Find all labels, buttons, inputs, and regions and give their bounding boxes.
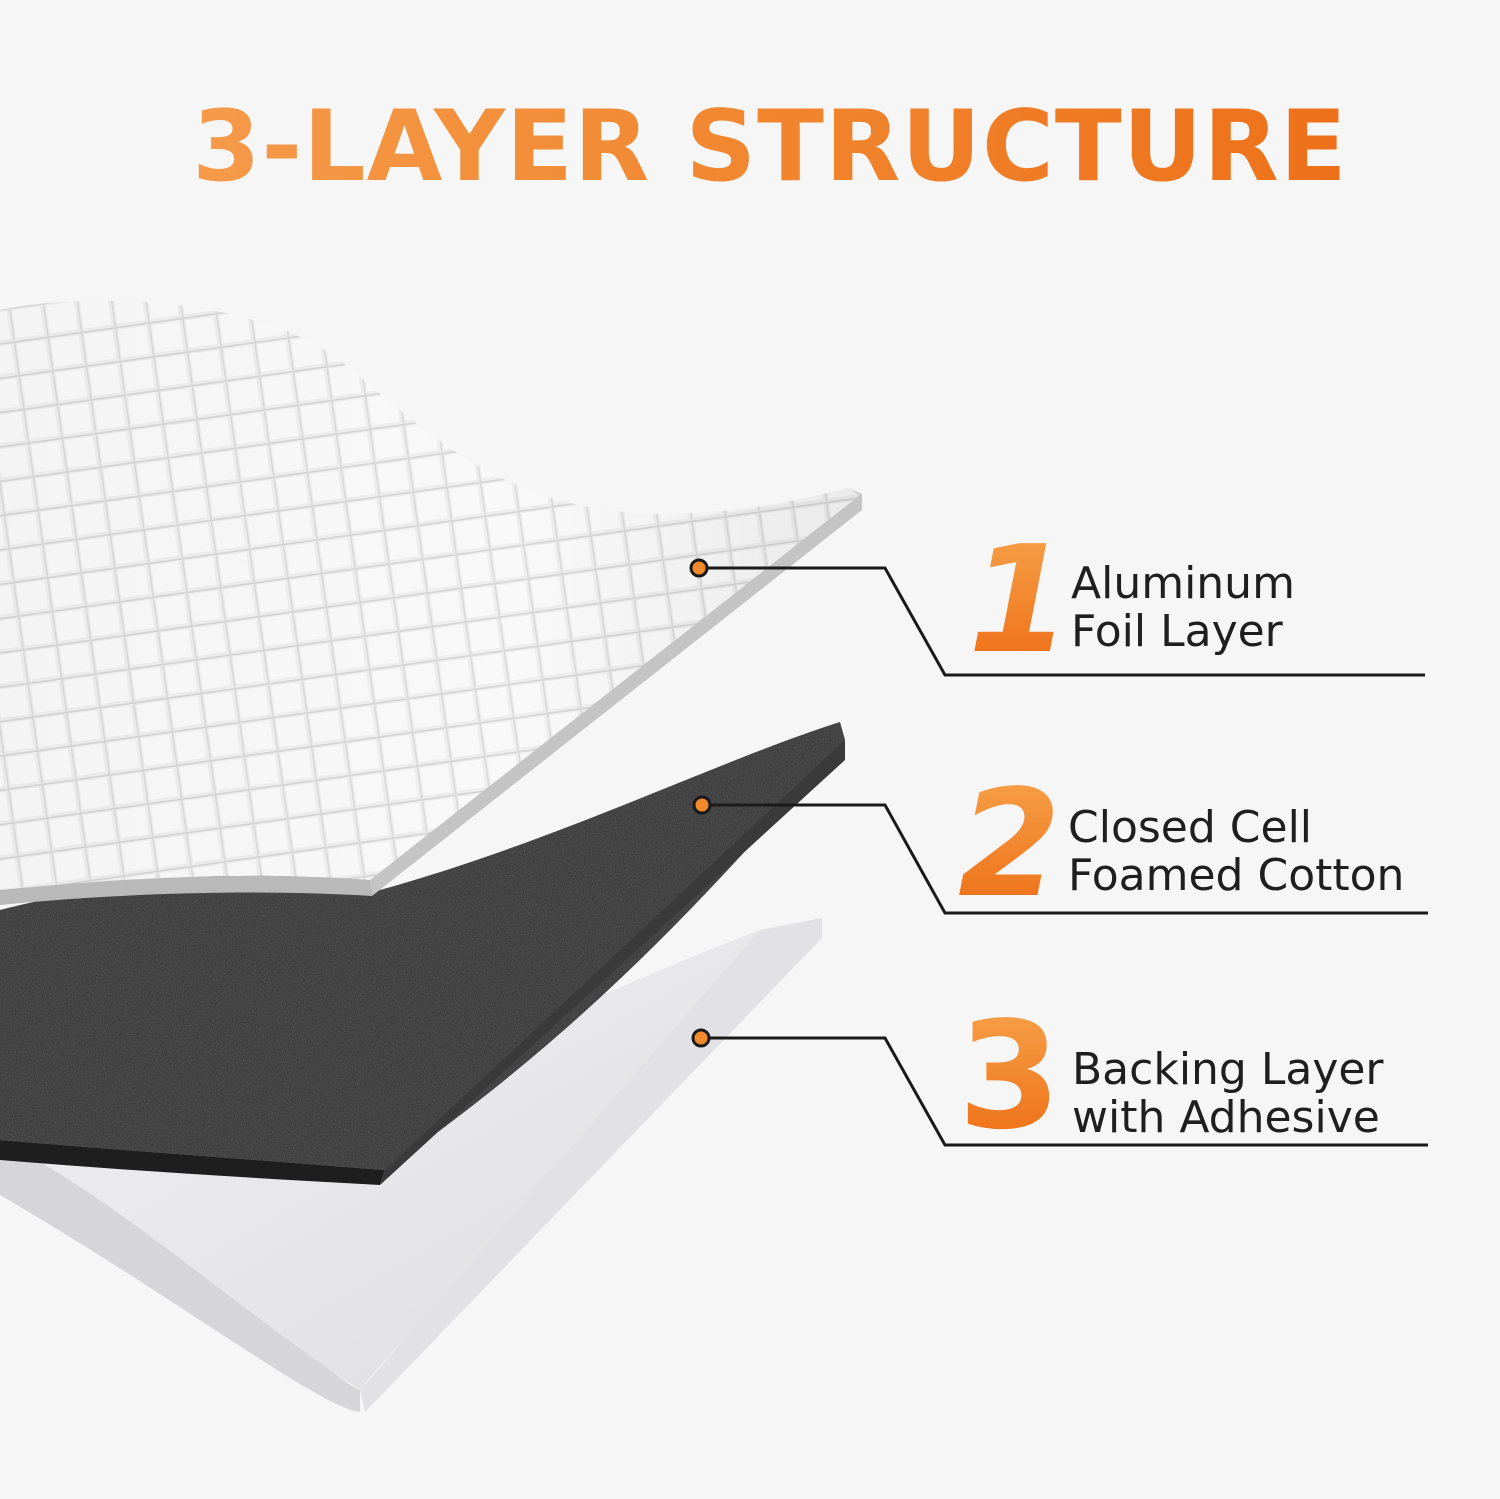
leader-line-2	[703, 803, 1428, 915]
layer-2-label: Closed Cell Foamed Cotton	[1068, 804, 1404, 900]
layer-2-label-line2: Foamed Cotton	[1068, 850, 1405, 901]
leader-line-3	[702, 1036, 1428, 1147]
layer-3-label-line1: Backing Layer	[1072, 1044, 1384, 1095]
marker-dot-1	[689, 558, 709, 578]
layer-2-number: 2	[958, 758, 1061, 930]
foil-layer-sheet	[0, 300, 862, 905]
foam-layer-sheet	[0, 722, 845, 1185]
layer-3-number: 3	[958, 990, 1061, 1162]
leader-line-1	[700, 566, 1425, 677]
layer-2-label-line1: Closed Cell	[1068, 802, 1313, 853]
page-title: 3-LAYER STRUCTURE	[0, 98, 1500, 196]
layer-1-label: Aluminum Foil Layer	[1071, 560, 1295, 656]
marker-dot-3	[691, 1028, 711, 1048]
layer-1-number: 1	[968, 514, 1071, 686]
layer-3-label-line2: with Adhesive	[1072, 1092, 1380, 1143]
layer-3-label: Backing Layer with Adhesive	[1072, 1046, 1384, 1142]
layer-1-label-line2: Foil Layer	[1071, 606, 1283, 657]
layer-1-label-line1: Aluminum	[1071, 558, 1295, 609]
marker-dot-2	[692, 795, 712, 815]
